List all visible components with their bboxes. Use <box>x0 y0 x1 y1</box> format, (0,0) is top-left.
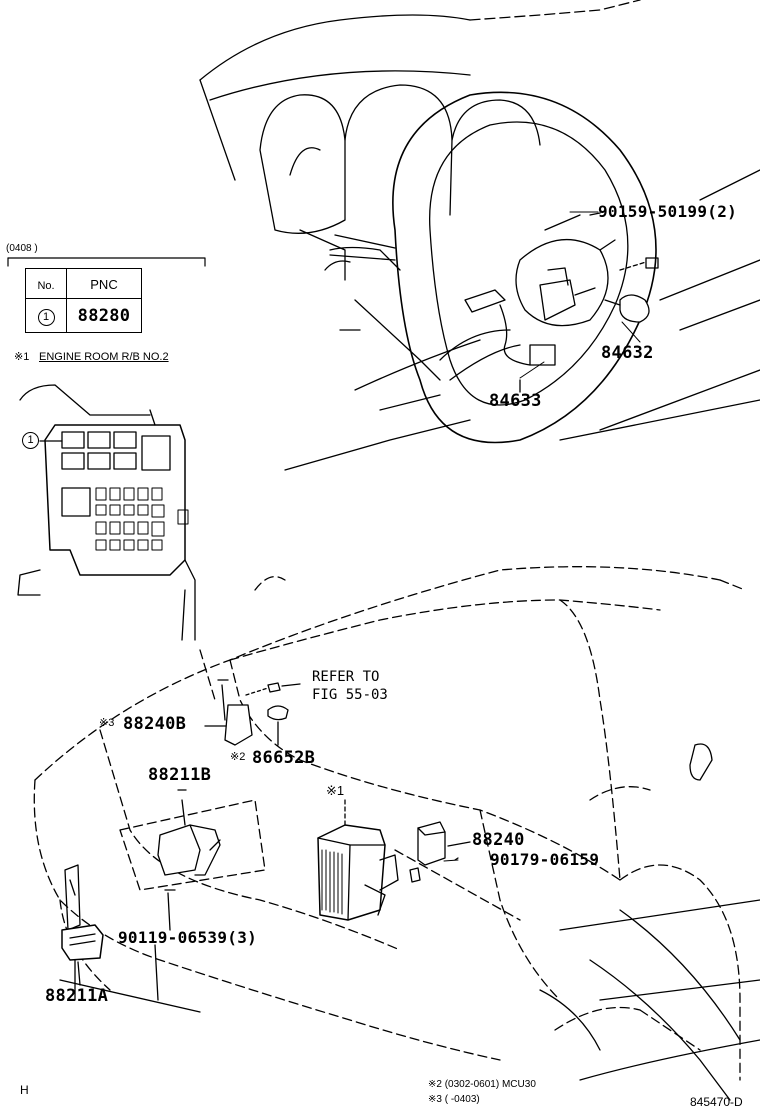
fuse-box-drawing <box>17 384 196 641</box>
car-body-drawing <box>33 566 746 1081</box>
label-90179-06159: 90179-06159 <box>490 850 600 869</box>
pnc-header-no: No. <box>25 268 67 299</box>
label-90119-06539: 90119-06539(3) <box>118 928 258 947</box>
footer-note2: ※2 (0302-0601) MCU30 <box>428 1079 536 1090</box>
footer-note3: ※3 ( -0403) <box>428 1094 480 1105</box>
label-88240b-mark: ※3 <box>99 717 115 729</box>
refer-line2: FIG 55-03 <box>312 687 388 703</box>
table-bracket-line <box>7 257 206 267</box>
refer-line1: REFER TO <box>312 669 380 685</box>
pnc-table: No. PNC 1 88280 <box>25 268 142 333</box>
note1-mark: ※1 <box>14 351 30 363</box>
pnc-row-pnc: 88280 <box>66 298 142 333</box>
pnc-row-no: 1 <box>25 298 67 333</box>
label-86652b: 86652B <box>252 748 316 768</box>
car-solid-lines <box>59 743 760 1101</box>
label-84633: 84633 <box>489 391 542 411</box>
label-86652b-mark: ※2 <box>230 751 246 763</box>
label-84632: 84632 <box>601 343 654 363</box>
label-88211a: 88211A <box>45 986 109 1006</box>
dashboard-drawing <box>199 0 760 471</box>
label-90159-50199: 90159-50199(2) <box>598 202 738 221</box>
label-ecu-mark: ※1 <box>326 783 345 798</box>
label-88211b: 88211B <box>148 765 212 785</box>
table-date-label: (0408 ) <box>6 243 38 254</box>
label-88240b: 88240B <box>123 714 187 734</box>
label-88240: 88240 <box>472 830 525 850</box>
note1-text: ENGINE ROOM R/B NO.2 <box>39 351 169 363</box>
components-drawing <box>61 679 471 986</box>
pnc-header-pnc: PNC <box>66 268 142 299</box>
corner-mark: H <box>20 1083 29 1097</box>
leader-lines <box>443 211 641 862</box>
fuse-box-callout: 1 <box>22 432 39 449</box>
illustration-code: 845470-D <box>690 1095 743 1109</box>
